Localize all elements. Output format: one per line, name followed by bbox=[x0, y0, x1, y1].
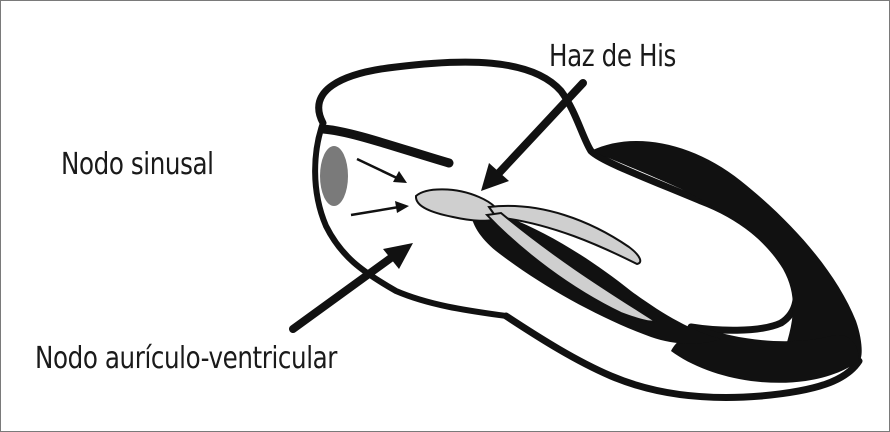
sinus-node-label: Nodo sinusal bbox=[61, 147, 214, 182]
av-node-label: Nodo aurículo-ventricular bbox=[35, 341, 337, 376]
av-node-pointer-arrow bbox=[293, 243, 413, 329]
his-bundle-pointer-arrow bbox=[481, 83, 583, 191]
sinus-node bbox=[320, 146, 348, 206]
sinus-to-av-arrows bbox=[351, 159, 409, 215]
his-bundle-label: Haz de His bbox=[549, 39, 676, 74]
